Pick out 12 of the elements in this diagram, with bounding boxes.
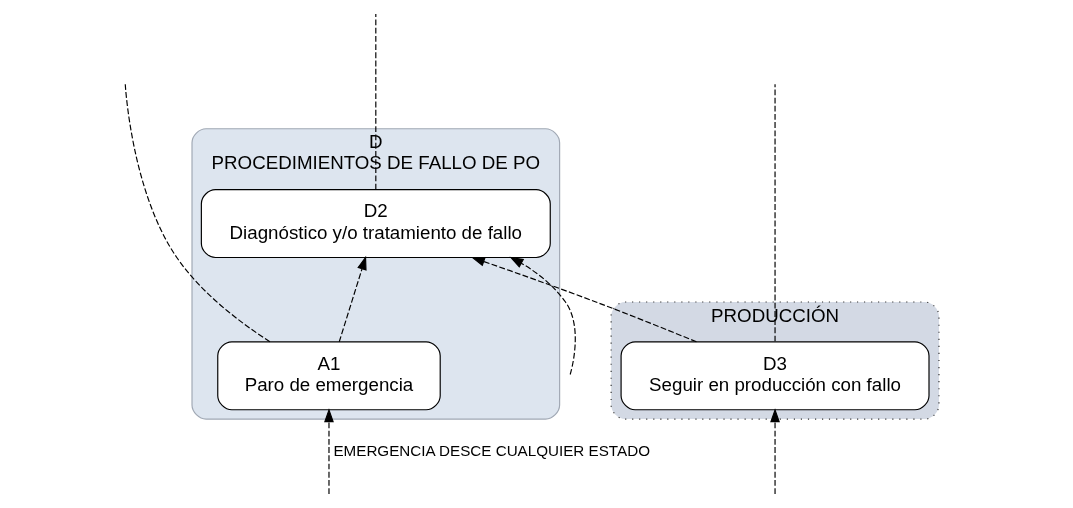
arrow xyxy=(770,408,780,495)
arrow xyxy=(470,257,698,343)
arrow xyxy=(324,408,334,495)
connector xyxy=(375,13,377,190)
arrow xyxy=(509,256,576,376)
node-box: D3 Seguir en producción con fallo xyxy=(620,341,930,411)
connector xyxy=(774,83,776,342)
node-box: D2 Diagnóstico y/o tratamiento de fallo xyxy=(200,189,551,259)
edge-label: EMERGENCIA DESCE CUALQUIER ESTADO xyxy=(333,441,650,459)
arrow xyxy=(338,255,367,343)
node-box: A1 Paro de emergencia xyxy=(217,341,441,411)
connector xyxy=(124,83,271,343)
